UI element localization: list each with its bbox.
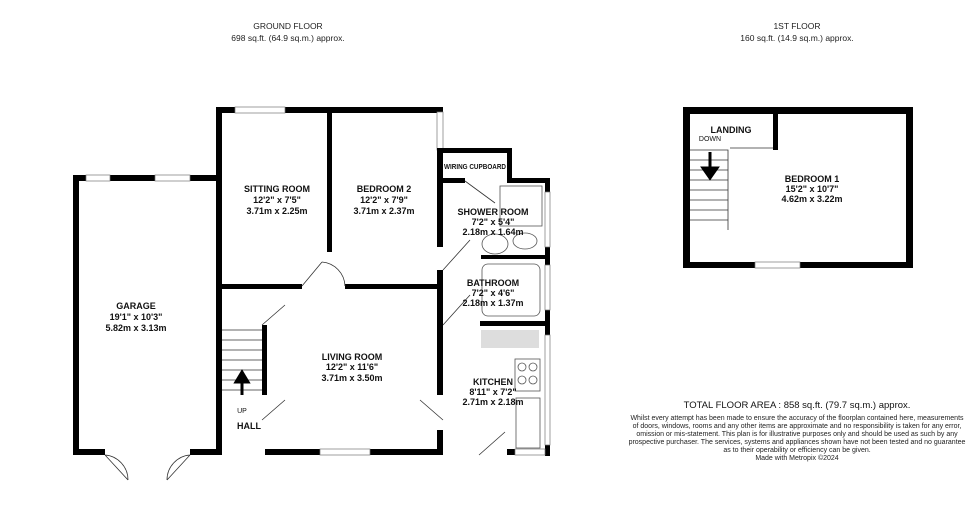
svg-text:BATHROOM: BATHROOM	[467, 278, 519, 288]
first-floor-title: 1ST FLOOR	[773, 21, 820, 31]
svg-text:of doors, windows, rooms and a: of doors, windows, rooms and any other i…	[633, 423, 962, 430]
shower-tray	[499, 185, 543, 227]
svg-text:KITCHEN: KITCHEN	[473, 377, 513, 387]
svg-text:5.82m x 3.13m: 5.82m x 3.13m	[105, 323, 166, 333]
svg-text:GARAGE: GARAGE	[116, 301, 156, 311]
room-bedroom-2: BEDROOM 212'2" x 7'9"3.71m x 2.37m	[353, 184, 414, 216]
svg-text:12'2" x 7'5": 12'2" x 7'5"	[253, 195, 301, 205]
room-hall: UP HALL	[237, 408, 261, 431]
stairs-up-arrow-icon	[233, 369, 251, 395]
wash-basin	[481, 233, 509, 255]
svg-text:2.18m x 1.64m: 2.18m x 1.64m	[462, 227, 523, 237]
svg-text:12'2" x 11'6": 12'2" x 11'6"	[326, 362, 378, 372]
svg-text:3.71m x 2.37m: 3.71m x 2.37m	[353, 206, 414, 216]
svg-text:3.71m x 3.50m: 3.71m x 3.50m	[321, 373, 382, 383]
svg-text:SHOWER ROOM: SHOWER ROOM	[458, 207, 529, 217]
first-floor-area: 160 sq.ft. (14.9 sq.m.) approx.	[740, 33, 853, 43]
ground-floor-title: GROUND FLOOR	[253, 21, 322, 31]
svg-text:2.18m x 1.37m: 2.18m x 1.37m	[462, 298, 523, 308]
svg-text:8'11" x 7'2": 8'11" x 7'2"	[469, 387, 516, 397]
stairs-down-arrow-icon	[700, 152, 720, 181]
hob-icon	[514, 358, 541, 392]
svg-text:2.71m x 2.18m: 2.71m x 2.18m	[462, 397, 523, 407]
svg-text:Whilst every attempt has been: Whilst every attempt has been made to en…	[630, 415, 964, 422]
svg-text:LANDING: LANDING	[711, 125, 752, 135]
svg-text:3.71m x 2.25m: 3.71m x 2.25m	[246, 206, 307, 216]
svg-text:19'1" x 10'3": 19'1" x 10'3"	[110, 312, 163, 322]
svg-text:4.62m x 3.22m: 4.62m x 3.22m	[781, 194, 842, 204]
total-floor-area: TOTAL FLOOR AREA : 858 sq.ft. (79.7 sq.m…	[684, 400, 911, 411]
svg-text:HALL: HALL	[237, 421, 261, 431]
svg-text:7'2" x 4'6": 7'2" x 4'6"	[472, 288, 515, 298]
svg-text:DOWN: DOWN	[699, 136, 721, 143]
svg-text:as to their operability or eff: as to their operability or efficiency ca…	[723, 447, 870, 454]
svg-text:LIVING ROOM: LIVING ROOM	[322, 352, 383, 362]
credit: Made with Metropix ©2024	[755, 454, 838, 462]
svg-text:BEDROOM 2: BEDROOM 2	[357, 184, 412, 194]
svg-text:prospective purchaser. The ser: prospective purchaser. The services, sys…	[629, 439, 966, 446]
ground-floor-walls	[73, 106, 551, 481]
svg-text:omission or mis-statement. Thi: omission or mis-statement. This plan is …	[636, 431, 958, 438]
bath	[481, 263, 541, 317]
svg-text:BEDROOM 1: BEDROOM 1	[785, 174, 840, 184]
svg-text:12'2" x 7'9": 12'2" x 7'9"	[360, 195, 408, 205]
toilet	[512, 232, 538, 250]
disclaimer: Whilst every attempt has been made to en…	[629, 415, 966, 462]
worktop	[481, 330, 539, 348]
ground-floor-area: 698 sq.ft. (64.9 sq.m.) approx.	[231, 33, 344, 43]
svg-text:15'2" x 10'7": 15'2" x 10'7"	[786, 184, 839, 194]
room-wiring-cupboard: WIRING CUPBOARD	[444, 164, 506, 171]
svg-text:SITTING ROOM: SITTING ROOM	[244, 184, 310, 194]
svg-text:UP: UP	[237, 408, 247, 415]
svg-text:7'2" x 5'4": 7'2" x 5'4"	[472, 217, 515, 227]
sink-icon	[515, 397, 541, 449]
first-floor-walls	[683, 107, 913, 269]
room-bedroom-1: BEDROOM 115'2" x 10'7"4.62m x 3.22m	[781, 174, 842, 204]
